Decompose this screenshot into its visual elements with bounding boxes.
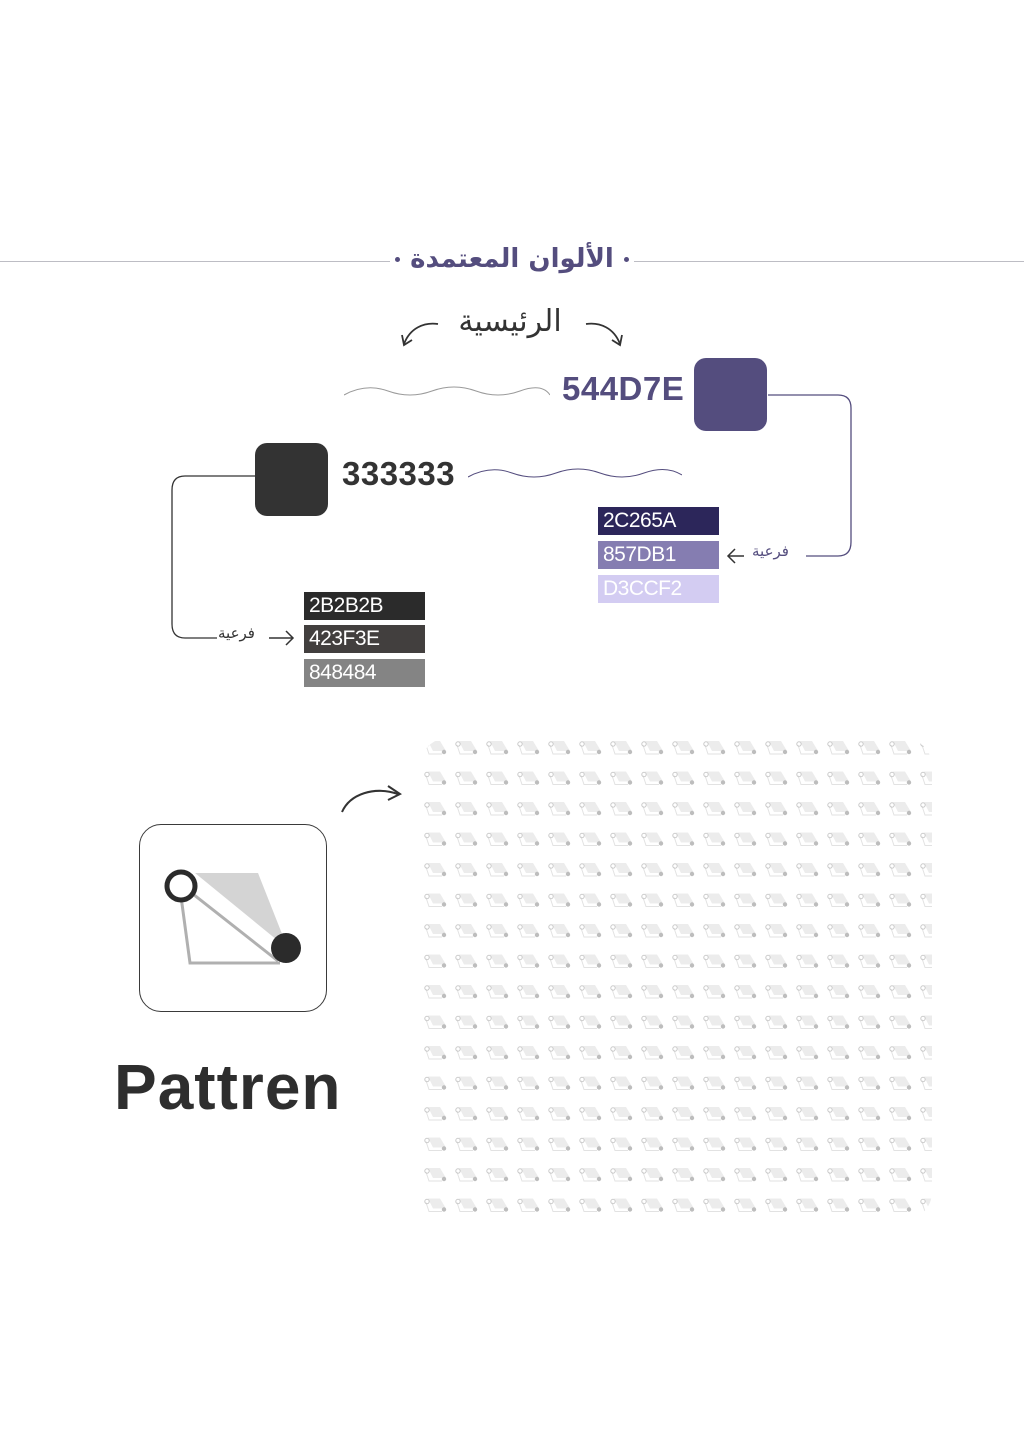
primary-purple-swatch (694, 358, 767, 431)
dark-shade-1: 2B2B2B (304, 592, 425, 620)
purple-connector-line (726, 394, 852, 564)
wave-line-dark (468, 468, 682, 478)
section-title: الألوان المعتمدة (390, 236, 634, 282)
dark-shade-2: 423F3E (304, 625, 425, 653)
left-curved-arrow-icon (401, 322, 439, 347)
logo-mark-icon (164, 869, 301, 965)
purple-secondary-label: فرعية (752, 542, 789, 560)
purple-shade-1: 2C265A (598, 507, 719, 535)
right-curved-arrow-icon (585, 322, 623, 347)
primary-dark-swatch (255, 443, 328, 516)
pattern-title: Pattren (114, 1051, 342, 1123)
dark-shade-3: 848484 (304, 659, 425, 687)
dark-connector-line (171, 475, 295, 646)
wave-line-purple (344, 386, 550, 396)
title-dot-right (623, 256, 629, 262)
title-dot-left (395, 256, 401, 262)
pattern-preview (420, 738, 932, 1220)
purple-shade-3: D3CCF2 (598, 575, 719, 603)
main-colors-label: الرئيسية (458, 304, 562, 339)
primary-dark-code: 333333 (342, 455, 456, 492)
purple-shade-2: 857DB1 (598, 541, 719, 569)
header-rule-right (634, 261, 1024, 262)
header-rule-left (0, 261, 390, 262)
primary-purple-code: 544D7E (562, 370, 685, 407)
dark-secondary-label: فرعية (218, 624, 255, 642)
section-title-text: الألوان المعتمدة (410, 244, 614, 274)
pattern-tiles (420, 738, 932, 1220)
pattern-arrow-icon (341, 785, 402, 813)
logo-card (139, 824, 327, 1012)
